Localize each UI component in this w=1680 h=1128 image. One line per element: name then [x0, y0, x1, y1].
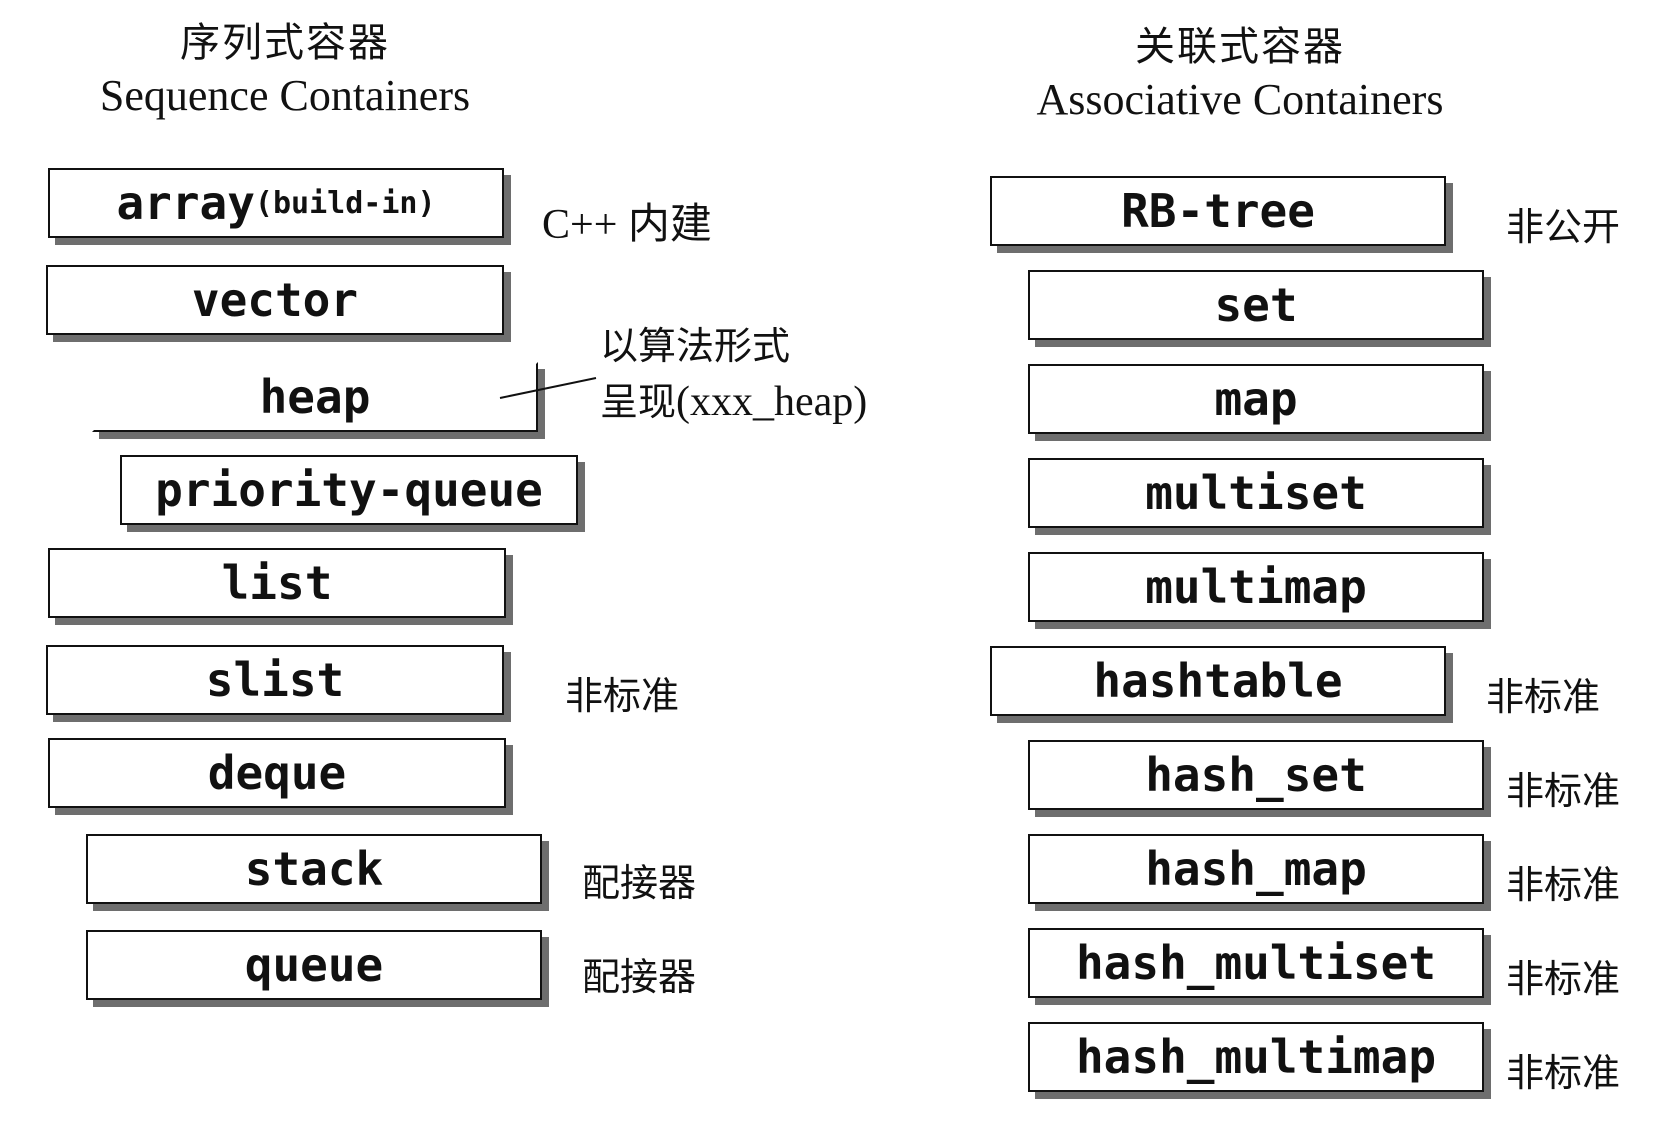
container-note: C++ 内建: [542, 202, 712, 248]
container-label-suffix: (build-in): [254, 185, 436, 221]
container-box-multimap: multimap: [1028, 552, 1484, 622]
container-box-hash-map: hash_map: [1028, 834, 1484, 904]
container-note: 非标准: [1506, 1051, 1621, 1095]
sequence-title-zh: 序列式容器: [180, 20, 390, 66]
container-note: 非标准: [1486, 675, 1601, 719]
container-label: multimap: [1145, 560, 1367, 614]
heap-note-line2: 呈现(xxx_heap): [600, 379, 868, 425]
container-box-rb-tree: RB-tree: [990, 176, 1446, 246]
container-label: slist: [205, 653, 345, 707]
container-label: array: [116, 176, 255, 230]
container-box-stack: stack: [86, 834, 542, 904]
associative-title-zh: 关联式容器: [1135, 24, 1345, 70]
container-box-slist: slist: [46, 645, 504, 715]
container-note: 配接器: [582, 955, 697, 999]
sequence-title: 序列式容器 Sequence Containers: [60, 18, 510, 123]
container-label: vector: [191, 273, 359, 327]
container-box-priority-queue: priority-queue: [120, 455, 578, 525]
container-box-hash-set: hash_set: [1028, 740, 1484, 810]
container-note: 非标准: [1506, 769, 1621, 813]
container-box-hash-multimap: hash_multimap: [1028, 1022, 1484, 1092]
container-note: 非标准: [1506, 863, 1621, 907]
container-box-map: map: [1028, 364, 1484, 434]
container-box-vector: vector: [46, 265, 504, 335]
container-label: list: [221, 556, 333, 610]
container-box-list: list: [48, 548, 506, 618]
container-label: deque: [207, 746, 347, 800]
container-box-deque: deque: [48, 738, 506, 808]
container-box-set: set: [1028, 270, 1484, 340]
container-label: multiset: [1145, 466, 1367, 520]
container-box-heap: heap: [92, 362, 538, 432]
container-label: stack: [244, 842, 384, 896]
container-box-queue: queue: [86, 930, 542, 1000]
associative-title: 关联式容器 Associative Containers: [1000, 22, 1480, 127]
container-label: hash_set: [1145, 748, 1367, 802]
container-label: RB-tree: [1121, 184, 1315, 238]
container-label: hash_map: [1145, 842, 1367, 896]
container-label: map: [1214, 372, 1298, 426]
container-box-hashtable: hashtable: [990, 646, 1446, 716]
heap-note: 以算法形式 呈现(xxx_heap): [600, 318, 867, 430]
container-label: hash_multimap: [1075, 1030, 1437, 1084]
container-note: 非公开: [1506, 205, 1621, 249]
container-label: hash_multiset: [1075, 936, 1437, 990]
container-note: 非标准: [1506, 957, 1621, 1001]
container-box-multiset: multiset: [1028, 458, 1484, 528]
associative-title-en: Associative Containers: [1036, 75, 1444, 124]
heap-note-line1: 以算法形式: [600, 324, 791, 368]
container-box-hash-multiset: hash_multiset: [1028, 928, 1484, 998]
container-label: queue: [244, 938, 384, 992]
container-label: set: [1214, 278, 1298, 332]
container-label: hashtable: [1093, 654, 1343, 708]
container-label: priority-queue: [155, 463, 543, 517]
container-label: heap: [259, 370, 371, 424]
container-note: 配接器: [582, 861, 697, 905]
sequence-title-en: Sequence Containers: [99, 71, 471, 120]
container-box-array: array(build-in): [48, 168, 504, 238]
container-note: 非标准: [565, 674, 680, 718]
